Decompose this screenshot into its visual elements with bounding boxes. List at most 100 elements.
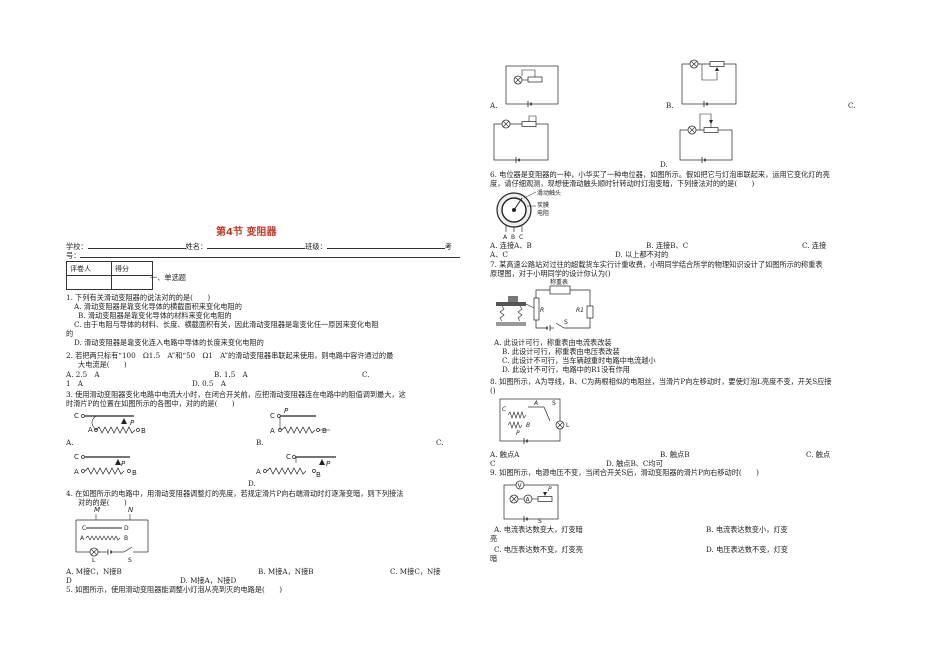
svg-text:A: A (88, 426, 93, 434)
q7-option-d[interactable]: D. 此设计不可行，电路中的R1没有作用 (502, 365, 630, 374)
q4-option-d[interactable]: D. M接A，N接D (180, 576, 237, 585)
q2-option-d[interactable]: D. 0.5 A (192, 379, 226, 388)
q3-option-c[interactable]: C. (436, 438, 444, 447)
q2-option-c[interactable]: C. (362, 370, 370, 379)
q9-stem: 9. 如图所示，电源电压不变，当闭合开关S后，滑动变阻器的滑片P向右移动时( ) (490, 468, 759, 477)
svg-text:M: M (94, 506, 100, 514)
svg-text:B: B (511, 234, 515, 241)
svg-text:C: C (270, 412, 275, 420)
svg-text:P: P (121, 460, 126, 468)
svg-text:B: B (526, 422, 530, 429)
svg-text:R: R (540, 307, 544, 314)
q4-option-c-cont: D (66, 576, 72, 585)
q3-option-b[interactable]: B. (256, 438, 264, 447)
exam-no-label: 考 (444, 242, 452, 251)
q5-figure-b (681, 59, 737, 107)
student-info-line: 学校：姓名：班级：考 (66, 241, 452, 251)
q8-stem: 8. 如图所示，A为导线，B、C为两根相似的电阻丝，当滑片P向左移动时，要使灯泡… (490, 377, 832, 386)
svg-text:B: B (132, 469, 137, 477)
q9-option-b-cont: 亮 (490, 534, 498, 543)
q6-stem: 6. 电位器是变阻器的一种，小华买了一种电位器，如图所示。假如把它与灯泡串联起来… (490, 170, 830, 179)
q6-label-film2: 电阻 (537, 209, 549, 217)
q1-option-c[interactable]: C. 由于电阻与导体的材料、长度、横截面积有关，因此滑动变阻器是靠变化任一原因来… (74, 320, 379, 329)
school-label: 学校： (66, 242, 88, 251)
class-label: 班级： (305, 242, 327, 251)
q5-option-b[interactable]: B. (666, 101, 674, 110)
q9-circuit-figure: V A P S (503, 480, 559, 525)
q3-option-a[interactable]: A. (66, 438, 74, 447)
score-table: 评卷人 得分 (66, 261, 153, 290)
q7-option-c[interactable]: C. 此设计不可行，当车辆越重时电路中电流越小 (502, 356, 656, 365)
q5-option-d[interactable]: D. (660, 160, 668, 169)
q8-option-a[interactable]: A. 触点A (490, 450, 520, 459)
q9-option-b[interactable]: B. 电流表达数变小，灯变 (706, 525, 788, 534)
svg-text:B: B (124, 535, 128, 542)
q8-option-b[interactable]: B. 触点B (660, 450, 690, 459)
q4-stem: 4. 在如图所示的电路中，用滑动变阻器调整灯的亮度，若规定滑片P向右端滑动时灯逐… (66, 489, 404, 498)
class-blank[interactable] (326, 241, 445, 249)
svg-text:S: S (552, 400, 556, 407)
svg-text:A: A (74, 468, 79, 476)
svg-text:A: A (270, 427, 275, 435)
q1-option-b[interactable]: B. 滑动变阻器是靠变化导体的材料来变化电阻的 (78, 311, 232, 320)
q3-stem: 3. 使用滑动变阻器变化电路中电流大小时，在闭合开关前，应把滑动变阻器连在电路中… (66, 390, 406, 399)
q1-option-d[interactable]: D. 滑动变阻器是靠变化连入电路中导体的长度来变化电阻的 (74, 338, 264, 347)
grader-cell[interactable] (66, 275, 112, 290)
q7-stem-cont: 原理图，对于小明同学的设计你认为() (490, 269, 611, 278)
q9-option-a[interactable]: A. 电流表达数变大，灯变暗 (494, 525, 583, 534)
svg-text:D: D (124, 525, 129, 532)
q2-option-b[interactable]: B. 1.5 A (214, 370, 248, 379)
svg-text:C: C (502, 406, 507, 413)
q4-option-a[interactable]: A. M接C，N接B (66, 567, 122, 576)
svg-text:C: C (74, 453, 79, 461)
q6-option-b[interactable]: B. 连接B、C (646, 241, 689, 250)
page-title: 第4节 变阻器 (216, 227, 277, 238)
q3-figure-c: C A P B (74, 453, 137, 477)
q8-option-d[interactable]: D. 触点B、C均可 (606, 459, 663, 468)
q8-option-c[interactable]: C. 触点 (806, 450, 831, 459)
q6-option-c-cont: A、C (490, 250, 508, 259)
q6-option-c[interactable]: C. 连接 (802, 241, 827, 250)
exam-no-blank[interactable] (80, 250, 461, 258)
q1-option-a[interactable]: A. 滑动变阻器是靠变化导体的横截面积来变化电阻的 (74, 302, 242, 311)
q9-option-c[interactable]: C. 电压表达数不变，灯变亮 (494, 545, 583, 554)
q3-stem-cont: 时滑片P的位置在如图所示的各图中，对的的是( ) (66, 399, 235, 408)
q6-option-a[interactable]: A. 连接A、B (490, 241, 532, 250)
svg-text:S: S (128, 557, 132, 564)
q6-option-d[interactable]: D. 以上都不对的 (615, 250, 669, 259)
svg-text:A: A (80, 535, 85, 542)
score-cell[interactable] (111, 275, 153, 290)
q5-figure-a (505, 65, 559, 107)
q2-option-c-cont: 1 A (66, 379, 83, 388)
q2-option-a[interactable]: A. 2.5 A (66, 370, 100, 379)
q7-label-meter: 称重表 (550, 278, 568, 286)
q5-option-c[interactable]: C. (848, 101, 856, 110)
grader-header: 评卷人 (66, 261, 112, 276)
svg-text:S: S (538, 518, 542, 525)
q7-option-b[interactable]: B. 此设计可行，称重表由电压表改装 (502, 347, 620, 356)
q1-stem: 1. 下列有关滑动变阻器的说法对的的是( ) (66, 293, 211, 302)
svg-text:A: A (526, 497, 531, 504)
q3-figure-b: C P A B (270, 407, 330, 435)
q7-option-a[interactable]: A. 此设计可行，称重表由电流表改装 (494, 338, 612, 347)
q4-option-b[interactable]: B. M接A，N接B (258, 567, 314, 576)
q3-figure-d: C A P B (256, 453, 336, 479)
svg-text:B: B (322, 427, 327, 435)
exam-no-line: 号： (66, 250, 461, 260)
svg-text:L: L (92, 557, 96, 564)
school-blank[interactable] (87, 241, 186, 249)
q4-option-c[interactable]: C. M接C，N接 (390, 567, 441, 576)
q5-option-a[interactable]: A. (490, 101, 498, 110)
q7-stem: 7. 某高速公路站对过往的超载货车实行计重收费，小明同学结合所学的物理知识设计了… (490, 260, 823, 269)
q5-figure-d (679, 113, 733, 163)
name-blank[interactable] (207, 241, 306, 249)
exam-no-label-2: 号： (66, 251, 81, 260)
q8-stem-cont: () (490, 386, 496, 395)
q3-option-d[interactable]: D. (248, 479, 256, 488)
q5-figure-c (493, 115, 549, 163)
svg-text:R1: R1 (576, 307, 584, 314)
svg-text:P: P (130, 419, 135, 427)
q9-option-d[interactable]: D. 电压表达数不变，灯变 (706, 545, 788, 554)
